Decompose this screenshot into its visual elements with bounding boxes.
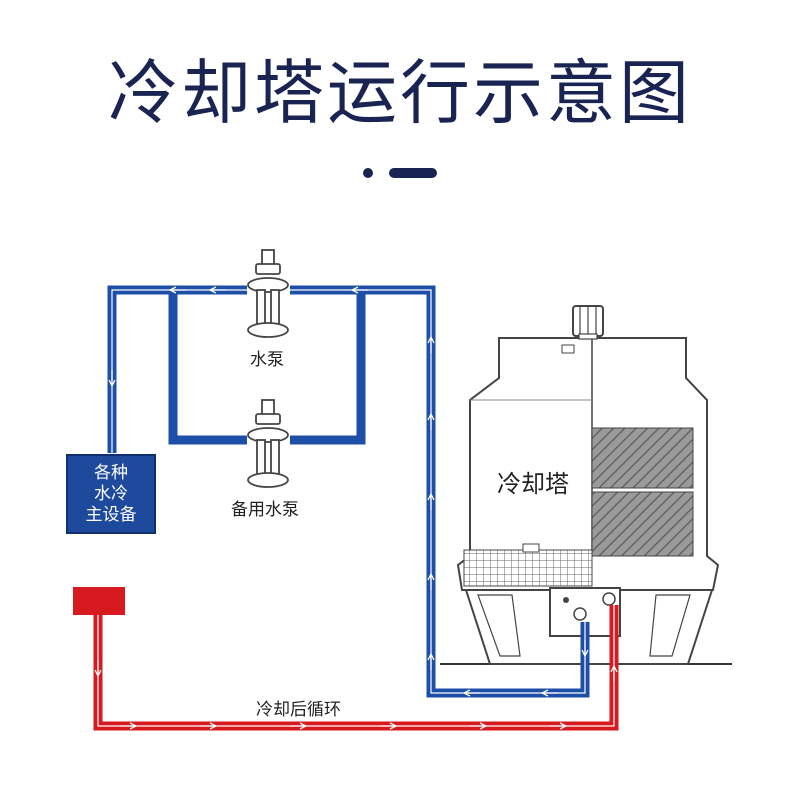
cooling-tower-label: 冷却塔 [497,470,569,498]
fill-media-upper [591,427,694,489]
air-inlet-grille [463,549,593,587]
diagram-title: 冷却塔运行示意图 [108,52,692,134]
flow-arrows-blue [108,286,589,697]
device-label-line-2: 水冷 [94,483,128,504]
hot-water-source-block [73,587,125,615]
title-divider-dot [363,168,373,178]
return-flow-label: 冷却后循环 [256,700,341,720]
device-label-line-3: 主设备 [85,504,137,525]
backup-pump-label: 备用水泵 [231,500,299,520]
water-pump [247,249,289,338]
fill-media-lower [591,491,694,557]
flow-arrows-red [94,660,618,730]
water-cooled-equipment-box: 各种 水冷 主设备 [66,454,156,534]
title-divider-bar [389,168,437,178]
pump-label: 水泵 [250,350,284,370]
backup-water-pump [247,399,289,488]
device-label-line-1: 各种 [94,462,128,483]
